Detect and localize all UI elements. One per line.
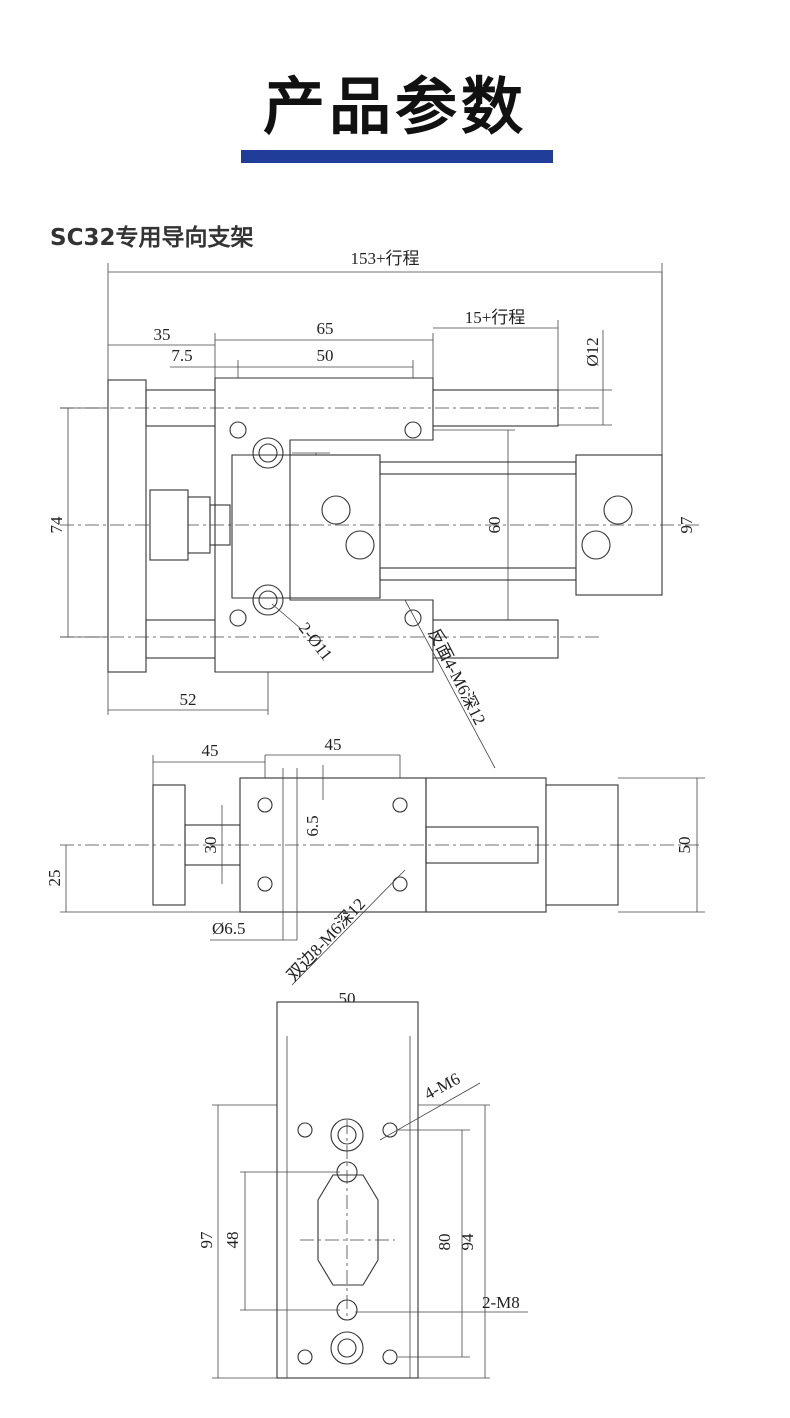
- dim-dia-12: Ø12: [583, 337, 602, 366]
- dim-30: 30: [201, 837, 220, 854]
- dim-back-4-m6: 反面4-M6深12: [424, 625, 489, 728]
- dim-48: 48: [223, 1232, 242, 1249]
- dim-74: 74: [47, 516, 66, 534]
- dim-6-5: 6.5: [303, 815, 322, 836]
- title-underline: [241, 150, 553, 163]
- dim-overall-length: 153+行程: [350, 249, 419, 268]
- dim-65: 65: [317, 319, 334, 338]
- dim-45-left: 45: [202, 741, 219, 760]
- side-view: 45 45 Ø6.5 6.5 30 25: [45, 735, 705, 986]
- dim-stroke-15: 15+行程: [465, 308, 526, 327]
- page-title: 产品参数: [262, 70, 527, 143]
- top-view: 153+行程 35 65 15+行程 7.5 50 Ø12 74 97 47: [47, 249, 700, 769]
- dim-94: 94: [458, 1233, 477, 1251]
- dim-45-right: 45: [325, 735, 342, 754]
- dim-25: 25: [45, 870, 64, 887]
- dim-4-m6: 4-M6: [421, 1069, 463, 1104]
- dim-97-end: 97: [197, 1231, 216, 1249]
- dim-dia-6-5: Ø6.5: [212, 919, 246, 938]
- dim-7-5: 7.5: [171, 346, 192, 365]
- dim-80: 80: [435, 1234, 454, 1251]
- page-header: 产品参数: [0, 0, 790, 200]
- dim-2-m8: 2-M8: [482, 1293, 520, 1312]
- dim-50: 50: [317, 346, 334, 365]
- dim-50-side: 50: [675, 837, 694, 854]
- end-view: 50 44 30 97 48: [197, 989, 528, 1379]
- dim-52: 52: [180, 690, 197, 709]
- section-title: SC32专用导向支架: [50, 225, 254, 251]
- dim-35: 35: [154, 325, 171, 344]
